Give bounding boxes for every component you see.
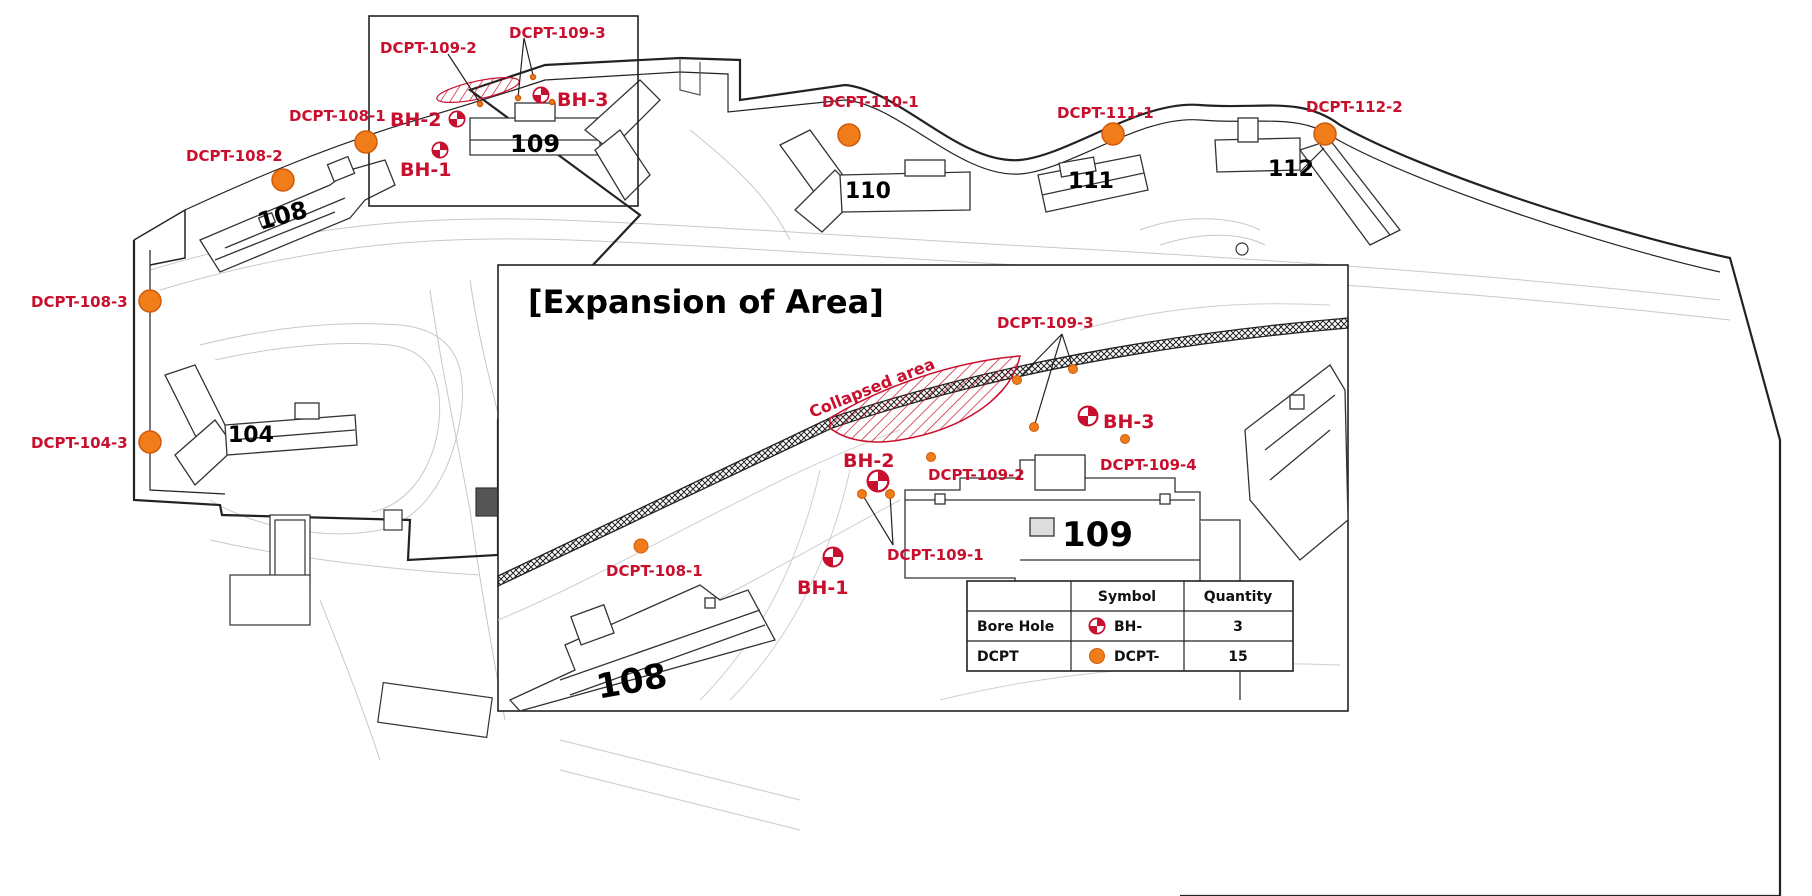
building-111 <box>1037 154 1149 213</box>
site-boundary-inner <box>149 71 1721 495</box>
dcpt-marker-icon <box>354 130 378 154</box>
inset-dcpt-label-109-1: DCPT-109-1 <box>887 546 984 564</box>
dcpt-marker-icon <box>633 538 649 554</box>
borehole-symbol-icon <box>431 141 449 159</box>
borehole-symbol-icon <box>1077 405 1099 427</box>
dcpt-marker-icon <box>138 430 162 454</box>
dcpt-label-110-1: DCPT-110-1 <box>822 93 919 111</box>
dcpt-marker-icon <box>514 94 522 102</box>
inset-dcpt-label-109-4: DCPT-109-4 <box>1100 456 1197 474</box>
building-label-109: 109 <box>510 130 560 158</box>
dcpt-marker-icon <box>1029 422 1039 432</box>
small-structures <box>229 487 499 739</box>
dcpt-markers-main <box>138 73 1337 454</box>
dcpt-marker-icon <box>885 489 895 499</box>
borehole-symbol-icon <box>532 86 550 104</box>
building-label-109-inset: 109 <box>1062 515 1133 555</box>
inset-expansion: Collapsed area 109 108 <box>497 264 1349 712</box>
building-108-inset <box>508 584 776 712</box>
dcpt-marker-icon <box>529 73 537 81</box>
legend-header-quantity: Quantity <box>1204 589 1273 605</box>
inset-dcpt-label-109-3: DCPT-109-3 <box>997 314 1094 332</box>
dcpt-label-108-3: DCPT-108-3 <box>31 293 128 311</box>
main-map: 108 104 109 110 <box>31 15 1782 896</box>
inset-dcpt-label-108-1: DCPT-108-1 <box>606 562 703 580</box>
detail-area-box <box>368 15 639 207</box>
borehole-symbol-icon <box>822 546 844 568</box>
inset-bh-label-1: BH-1 <box>797 577 849 599</box>
legend-table: Symbol Quantity Bore Hole BH- 3 DCPT DCP… <box>966 580 1294 672</box>
dcpt-marker-icon <box>1120 434 1130 444</box>
building-109 <box>469 79 661 202</box>
legend-row-symbol-text: DCPT- <box>1114 649 1160 665</box>
dcpt-marker-icon <box>926 452 936 462</box>
inset-bh-label-3: BH-3 <box>1103 411 1155 433</box>
dcpt-marker-icon <box>1101 122 1125 146</box>
bh-label-2: BH-2 <box>390 109 442 131</box>
building-right-inset <box>1244 364 1349 561</box>
collapsed-area-inset <box>829 355 1021 443</box>
legend-row-symbol-text: BH- <box>1114 619 1142 635</box>
dcpt-marker-icon <box>476 100 484 108</box>
dcpt-marker-icon <box>138 289 162 313</box>
dcpt-label-109-2: DCPT-109-2 <box>380 39 477 57</box>
dcpt-label-111-1: DCPT-111-1 <box>1057 104 1154 122</box>
building-label-111: 111 <box>1068 169 1114 194</box>
dcpt-marker-icon <box>857 489 867 499</box>
leader-lines-main <box>447 37 1325 173</box>
legend-header-symbol: Symbol <box>1098 589 1156 605</box>
dcpt-markers-inset <box>633 364 1130 554</box>
dcpt-label-108-1: DCPT-108-1 <box>289 107 386 125</box>
dcpt-marker-icon <box>548 98 556 106</box>
dcpt-marker-icon <box>1012 375 1022 385</box>
legend-row-type: Bore Hole <box>977 619 1054 635</box>
building-label-112: 112 <box>1268 157 1314 182</box>
dcpt-marker-icon <box>1068 364 1078 374</box>
borehole-symbol-icon <box>1088 617 1106 635</box>
bh-label-1: BH-1 <box>400 159 452 181</box>
dcpt-label-112-2: DCPT-112-2 <box>1306 98 1403 116</box>
bh-label-3: BH-3 <box>557 89 609 111</box>
dcpt-marker-icon <box>271 168 295 192</box>
inset-title: [Expansion of Area] <box>528 283 884 321</box>
building-label-104: 104 <box>228 423 274 448</box>
site-boundary <box>132 56 1782 896</box>
legend-row-quantity: 3 <box>1233 619 1243 635</box>
building-label-110: 110 <box>845 179 891 204</box>
dcpt-marker-icon <box>1313 122 1337 146</box>
legend-row-quantity: 15 <box>1228 649 1247 665</box>
leader-lines-inset <box>861 333 1074 546</box>
building-108 <box>199 155 396 273</box>
building-112 <box>1214 117 1401 246</box>
dcpt-label-108-2: DCPT-108-2 <box>186 147 283 165</box>
dcpt-label-104-3: DCPT-104-3 <box>31 434 128 452</box>
building-104 <box>164 364 358 486</box>
inset-dcpt-label-109-2: DCPT-109-2 <box>928 466 1025 484</box>
site-marker-icon <box>1235 242 1249 256</box>
dcpt-marker-icon <box>837 123 861 147</box>
inset-bh-label-2: BH-2 <box>843 450 895 472</box>
legend-row-type: DCPT <box>977 649 1019 665</box>
borehole-symbol-icon <box>866 469 890 493</box>
dcpt-label-109-3: DCPT-109-3 <box>509 24 606 42</box>
dcpt-marker-icon <box>1089 648 1105 664</box>
building-110 <box>779 129 971 233</box>
borehole-symbol-icon <box>448 110 466 128</box>
